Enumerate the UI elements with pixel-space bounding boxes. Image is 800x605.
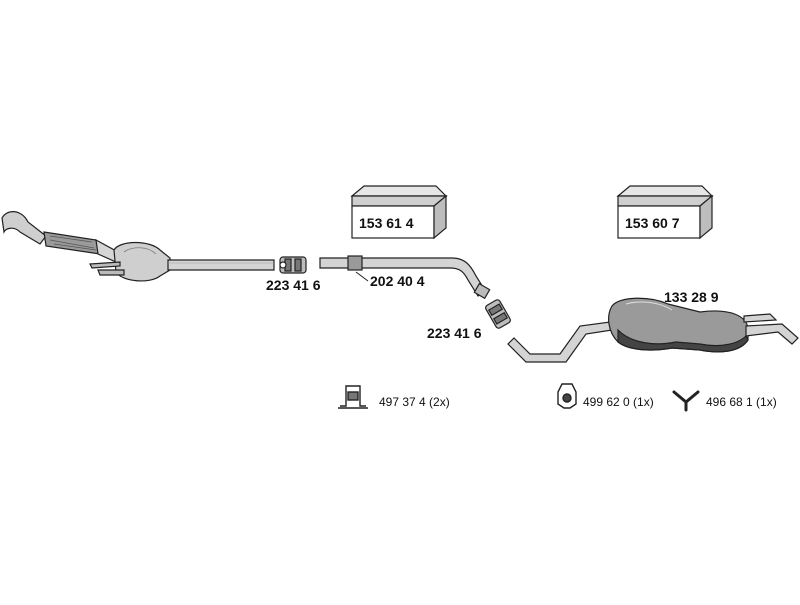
hardware-y-hanger: 496 68 1 (1x)	[706, 395, 777, 409]
hardware-hanger-bracket: 497 37 4 (2x)	[379, 395, 450, 409]
part-number-mid-pipe: 202 40 4	[370, 273, 425, 289]
rubber-mount-icon	[557, 383, 577, 409]
front-pipe-catalyst	[1, 211, 275, 282]
part-number-flex-clamp-2: 223 41 6	[427, 325, 482, 341]
kit-box-left	[350, 185, 448, 240]
part-number-flex-clamp-1: 223 41 6	[266, 277, 321, 293]
kit-number-right: 153 60 7	[625, 215, 680, 231]
middle-pipe	[319, 255, 491, 300]
rear-muffler-assembly	[507, 297, 799, 363]
kit-box-right	[616, 185, 714, 240]
flex-clamp-1	[279, 256, 307, 274]
y-hanger-icon	[672, 390, 700, 412]
leader-line-mid-pipe	[355, 271, 369, 282]
kit-number-left: 153 61 4	[359, 215, 414, 231]
hardware-rubber-mount: 499 62 0 (1x)	[583, 395, 654, 409]
part-number-rear-muffler: 133 28 9	[664, 289, 719, 305]
hanger-bracket-icon	[338, 385, 368, 409]
flex-clamp-2	[485, 299, 511, 329]
